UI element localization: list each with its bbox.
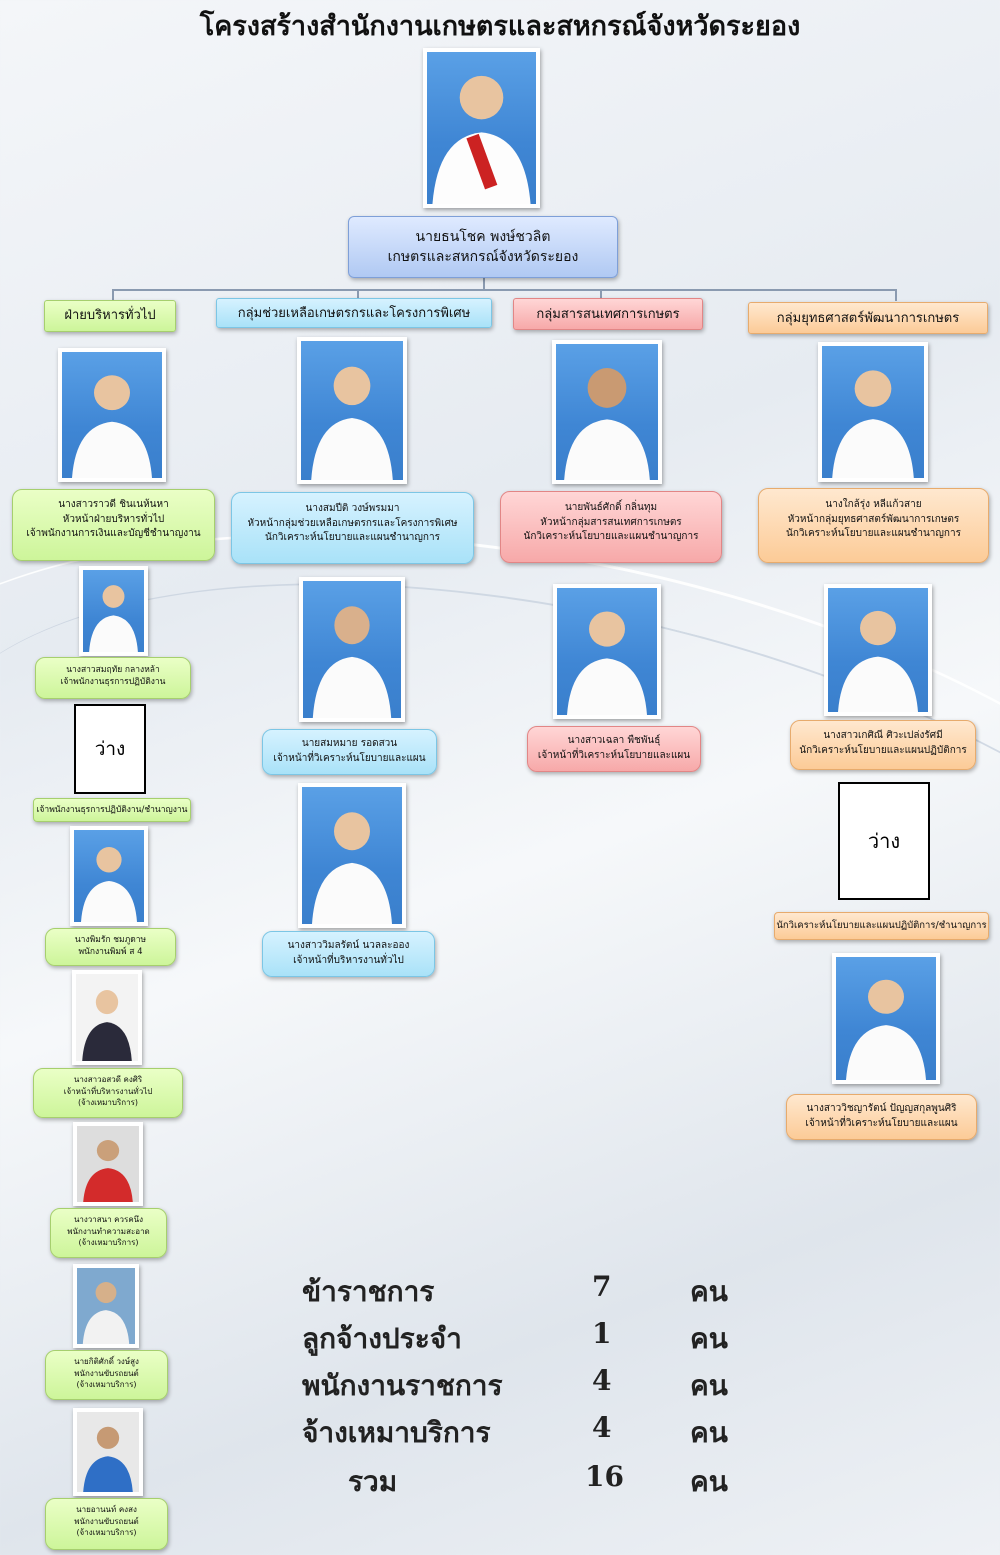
staff-card: นางพิมรัก ชมภูดาษพนักงานพิมพ์ ส 4: [45, 928, 176, 966]
group-header-strategy: กลุ่มยุทธศาสตร์พัฒนาการเกษตร: [748, 302, 988, 334]
person-silhouette-icon: [83, 1140, 133, 1202]
person-silhouette-icon: [82, 990, 132, 1061]
person-silhouette-icon: [311, 366, 393, 480]
director-box: นายธนโชค พงษ์ชวลิต เกษตรและสหกรณ์จังหวัด…: [348, 216, 618, 278]
page-title: โครงสร้างสำนักงานเกษตรและสหกรณ์จังหวัดระ…: [199, 11, 801, 42]
staff-card: นางสมปีติ วงษ์พรมมาหัวหน้ากลุ่มช่วยเหลือ…: [231, 492, 474, 564]
person-silhouette-icon: [846, 979, 926, 1080]
staff-card: เจ้าพนักงานธุรการปฏิบัติงาน/ชำนาญงาน: [33, 798, 191, 822]
person-silhouette-icon: [82, 1282, 130, 1344]
connector-line: [112, 289, 114, 301]
photo-staff: [72, 970, 142, 1065]
photo-staff: [824, 584, 932, 716]
photo-staff: [553, 584, 661, 719]
summary-label: ข้าราชการ: [302, 1275, 435, 1308]
connector-line: [483, 278, 485, 290]
person-silhouette-icon: [83, 1426, 133, 1492]
summary-label: ลูกจ้างประจำ: [302, 1322, 462, 1355]
person-silhouette-icon: [81, 846, 137, 922]
connector-line: [357, 289, 359, 299]
person-silhouette-icon: [838, 610, 918, 712]
summary-unit: คน: [690, 1416, 728, 1449]
staff-card: นางสาวอสวดี คงศิริเจ้าหน้าที่บริหารงานทั…: [33, 1068, 183, 1118]
summary-unit: คน: [690, 1369, 728, 1402]
photo-staff: [79, 566, 148, 656]
photo-staff: [832, 953, 940, 1084]
person-silhouette-icon: [312, 812, 392, 924]
photo-director: [423, 48, 540, 208]
summary-unit: คน: [690, 1275, 728, 1308]
staff-card: นางสาวสมฤทัย กลางหล้าเจ้าพนักงานธุรการปฏ…: [35, 657, 191, 699]
summary-count: 4: [592, 1364, 612, 1397]
staff-card: นางสาวเกศิณี ศิวะเปล่งรัศมีนักวิเคราะห์น…: [790, 720, 976, 770]
photo-staff: [73, 1408, 143, 1496]
group-header-info: กลุ่มสารสนเทศการเกษตร: [513, 298, 703, 330]
person-silhouette-icon: [89, 585, 138, 652]
staff-card: นายอานนท์ คงสงพนักงานขับรถยนต์(จ้างเหมาบ…: [45, 1498, 168, 1550]
summary-label: จ้างเหมาบริการ: [302, 1416, 491, 1449]
staff-card: นางสาววิชญารัตน์ ปัญญสกุลพูนศิริเจ้าหน้า…: [786, 1094, 977, 1140]
photo-staff: [552, 340, 662, 484]
summary-total-count: 16: [585, 1460, 624, 1493]
summary-count: 1: [592, 1317, 612, 1350]
person-silhouette-icon: [72, 375, 152, 478]
staff-card: นายสมหมาย รอดสวนเจ้าหน้าที่วิเคราะห์นโยบ…: [262, 729, 437, 775]
connector-line: [112, 289, 896, 291]
group-header-farmer-aid: กลุ่มช่วยเหลือเกษตรกรและโครงการพิเศษ: [216, 298, 492, 328]
photo-staff: [58, 348, 166, 482]
photo-staff: [298, 783, 406, 928]
person-silhouette-icon: [564, 368, 650, 480]
staff-card: นางวาสนา ควรคนึงพนักงานทำความสะอาด(จ้างเ…: [50, 1208, 167, 1258]
summary-total-label: รวม: [348, 1465, 398, 1498]
photo-staff: [73, 1264, 139, 1348]
director-position: เกษตรและสหกรณ์จังหวัดระยอง: [387, 249, 579, 266]
photo-staff: [818, 342, 928, 482]
vacant-position-box: ว่าง: [74, 704, 146, 794]
summary-unit: คน: [690, 1465, 728, 1498]
photo-staff: [297, 337, 407, 484]
summary-label: พนักงานราชการ: [302, 1369, 503, 1402]
staff-card: นักวิเคราะห์นโยบายและแผนปฏิบัติการ/ชำนาญ…: [774, 912, 989, 940]
person-silhouette-icon: [832, 370, 914, 478]
photo-staff: [299, 577, 405, 722]
person-silhouette-icon: [432, 75, 531, 204]
summary-unit: คน: [690, 1322, 728, 1355]
staff-card: นายกิติศักดิ์ วงษ์สูงพนักงานขับรถยนต์(จ้…: [45, 1350, 168, 1400]
person-silhouette-icon: [312, 606, 392, 718]
staff-card: นางสาววิมลรัตน์ นวลละอองเจ้าหน้าที่บริหา…: [262, 931, 435, 977]
summary-count: 4: [592, 1411, 612, 1444]
group-header-admin: ฝ่ายบริหารทั่วไป: [44, 300, 176, 332]
staff-card: นางใกล้รุ่ง หลีแก้วสายหัวหน้ากลุ่มยุทธศา…: [758, 488, 989, 563]
staff-card: นางสาวราวดี ชินเนห้นหาหัวหน้าฝ่ายบริหารท…: [12, 489, 215, 561]
connector-line: [600, 289, 602, 299]
vacant-position-box: ว่าง: [838, 782, 930, 900]
person-silhouette-icon: [567, 611, 647, 715]
director-name: นายธนโชค พงษ์ชวลิต: [415, 229, 551, 245]
staff-card: นายพันธ์ศักดิ์ กลิ่นทุมหัวหน้ากลุ่มสารสน…: [500, 491, 722, 563]
summary-count: 7: [592, 1270, 612, 1303]
connector-line: [895, 289, 897, 301]
photo-staff: [73, 1122, 143, 1206]
photo-staff: [70, 826, 148, 926]
staff-card: นางสาวเฉลา พืชพันธุ์เจ้าหน้าที่วิเคราะห์…: [527, 726, 701, 772]
